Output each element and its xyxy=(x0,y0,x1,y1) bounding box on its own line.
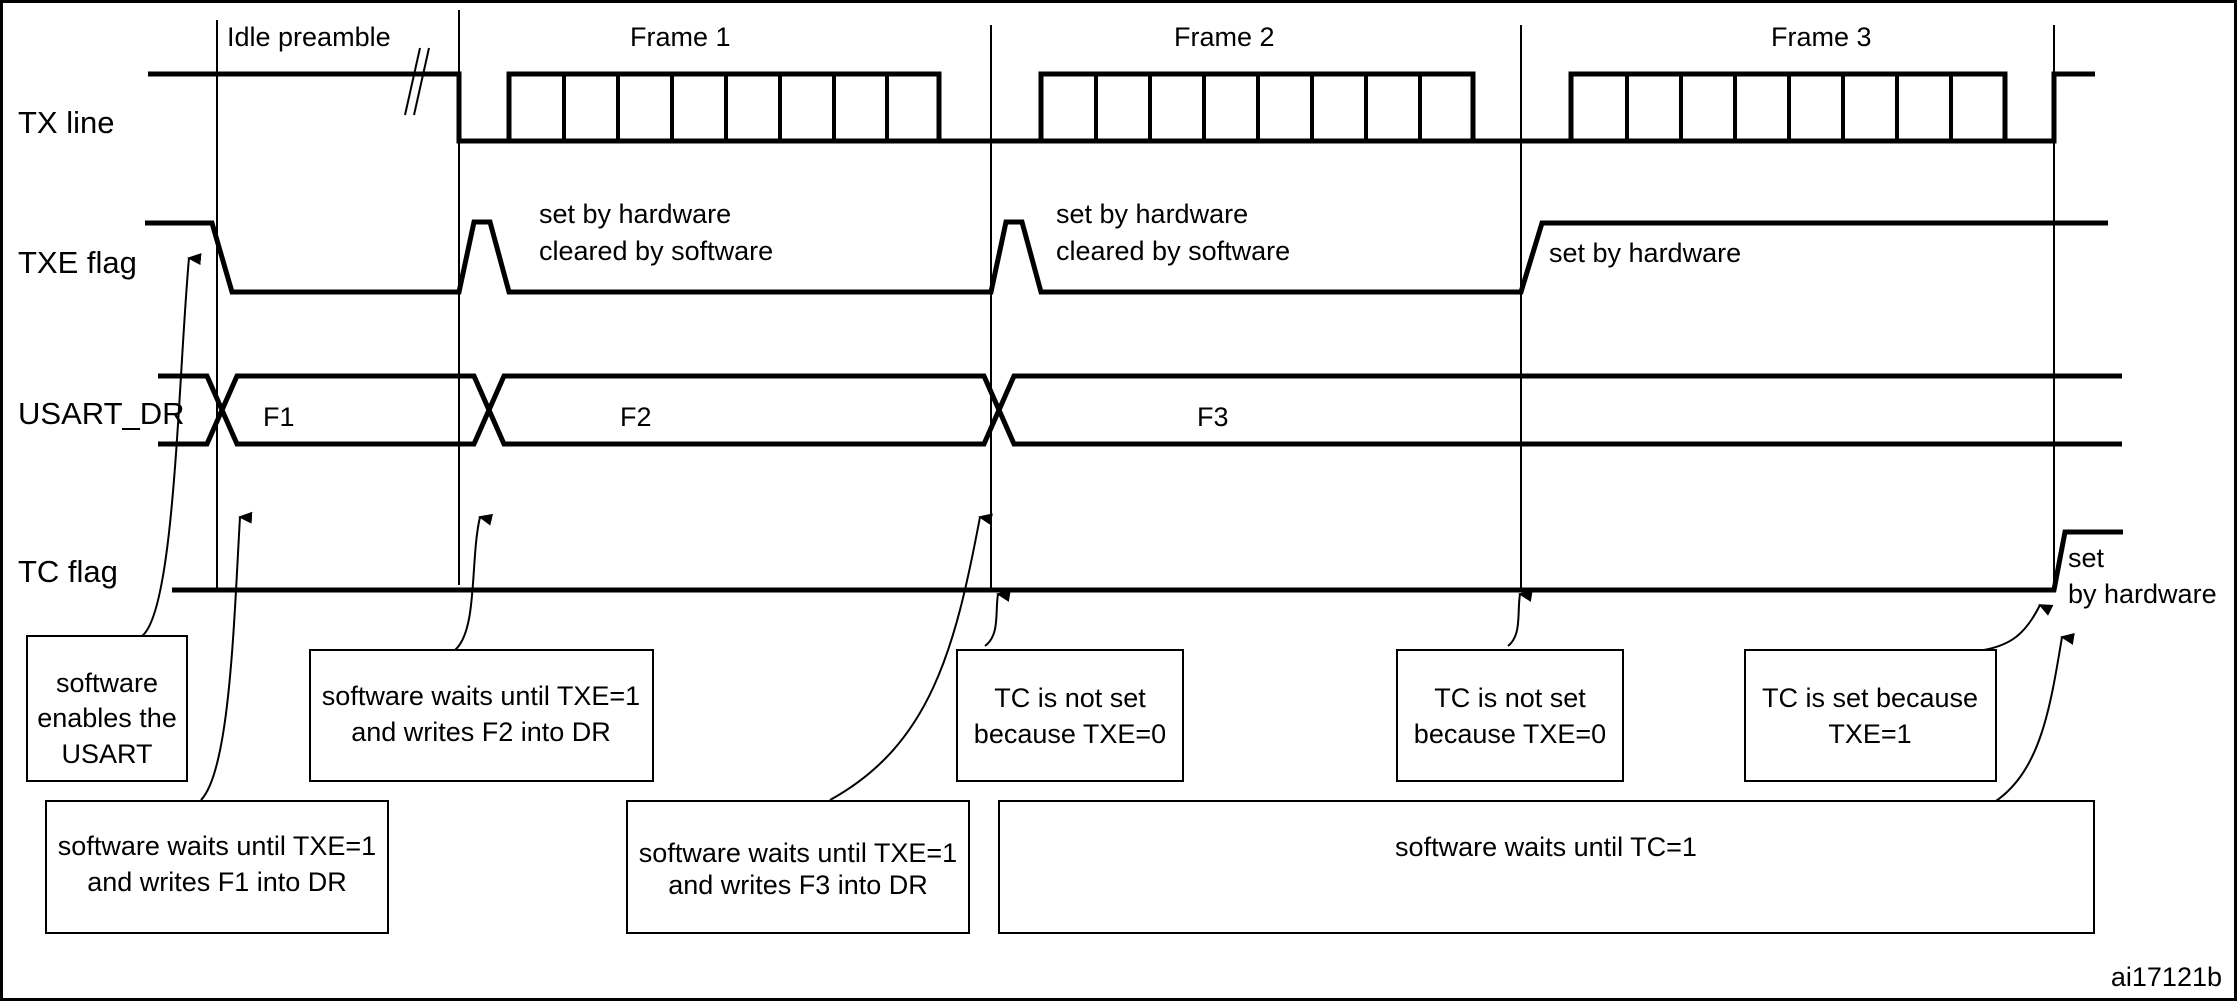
txe-flag-waveform xyxy=(145,219,2108,295)
arrow-f3 xyxy=(829,513,993,801)
txe-note2-line2: cleared by software xyxy=(1056,236,1290,266)
box-tc-not-set-2: TC is not set because TXE=0 xyxy=(1396,649,1624,782)
idle-preamble-label: Idle preamble xyxy=(227,22,391,52)
svg-text:software: software xyxy=(56,668,158,698)
svg-text:software waits until TXE=1: software waits until TXE=1 xyxy=(322,681,640,711)
dr-f1: F1 xyxy=(263,402,295,432)
signal-labels: TX line TXE flag USART_DR TC flag xyxy=(18,105,185,589)
usart-dr-label: USART_DR xyxy=(18,396,185,431)
svg-text:TXE=1: TXE=1 xyxy=(1828,719,1911,749)
frame-labels: Idle preamble Frame 1 Frame 2 Frame 3 xyxy=(227,22,1872,52)
box-tc-not-set-1: TC is not set because TXE=0 xyxy=(956,649,1184,782)
arrow-tc-set xyxy=(1983,604,2054,651)
tc-set-line1: set xyxy=(2068,543,2105,573)
frame1-label: Frame 1 xyxy=(630,22,731,52)
tc-flag-trace xyxy=(172,529,2123,593)
box-tc-set: TC is set because TXE=1 xyxy=(1744,649,1997,782)
annotation-boxes: software enables the USART software wait… xyxy=(26,635,2095,934)
svg-text:TC is set because: TC is set because xyxy=(1762,683,1978,713)
tx-line-waveform xyxy=(148,47,2095,144)
txe-annotations: set by hardware cleared by software set … xyxy=(539,199,1741,268)
arrow-f1 xyxy=(200,511,253,801)
txe-note1-line1: set by hardware xyxy=(539,199,731,229)
annotation-arrows xyxy=(141,253,2075,802)
svg-text:TC is not set: TC is not set xyxy=(1434,683,1586,713)
box-wait-tc: software waits until TC=1 xyxy=(998,800,2095,934)
box-write-f1: software waits until TXE=1 and writes F1… xyxy=(45,800,389,934)
svg-text:software waits until TXE=1: software waits until TXE=1 xyxy=(58,831,376,861)
frame2-label: Frame 2 xyxy=(1174,22,1275,52)
arrow-tc-not-set-2 xyxy=(1507,590,1533,647)
svg-text:software waits until TC=1: software waits until TC=1 xyxy=(1395,832,1697,862)
tx-line-label: TX line xyxy=(18,105,114,140)
txe-note3: set by hardware xyxy=(1549,238,1741,268)
tx-bit-cells xyxy=(562,74,2007,141)
svg-text:because TXE=0: because TXE=0 xyxy=(1414,719,1606,749)
arrow-f2 xyxy=(454,513,494,651)
dr-bottom-line xyxy=(158,403,2122,447)
arrow-wait-tc xyxy=(1995,633,2075,802)
svg-text:USART: USART xyxy=(61,739,152,769)
tc-flag-waveform: set by hardware xyxy=(172,529,2217,609)
tc-set-line2: by hardware xyxy=(2068,579,2217,609)
box-enable-usart: software enables the USART xyxy=(26,635,188,782)
svg-text:enables the: enables the xyxy=(37,703,177,733)
txe-note1-line2: cleared by software xyxy=(539,236,773,266)
time-break-mark xyxy=(404,47,430,116)
usart-dr-waveform: F1 F2 F3 xyxy=(158,373,2122,447)
svg-text:because TXE=0: because TXE=0 xyxy=(974,719,1166,749)
box-write-f2: software waits until TXE=1 and writes F2… xyxy=(309,649,654,782)
frame3-label: Frame 3 xyxy=(1771,22,1872,52)
arrow-enable xyxy=(141,253,202,637)
arrow-tc-not-set-1 xyxy=(984,590,1011,647)
txe-note2-line1: set by hardware xyxy=(1056,199,1248,229)
dr-f2: F2 xyxy=(620,402,652,432)
figure-id: ai17121b xyxy=(2111,962,2222,992)
svg-text:and writes F1 into DR: and writes F1 into DR xyxy=(87,867,347,897)
svg-text:TC is not set: TC is not set xyxy=(994,683,1146,713)
svg-text:software waits until TXE=1: software waits until TXE=1 xyxy=(639,838,957,868)
txe-flag-label: TXE flag xyxy=(18,245,137,280)
tc-flag-label: TC flag xyxy=(18,554,118,589)
box-write-f3: software waits until TXE=1 and writes F3… xyxy=(626,800,970,934)
dr-f3: F3 xyxy=(1197,402,1229,432)
svg-text:and writes F2 into DR: and writes F2 into DR xyxy=(351,717,611,747)
svg-text:and writes F3 into DR: and writes F3 into DR xyxy=(668,870,928,900)
txe-flag-trace xyxy=(145,219,2108,295)
